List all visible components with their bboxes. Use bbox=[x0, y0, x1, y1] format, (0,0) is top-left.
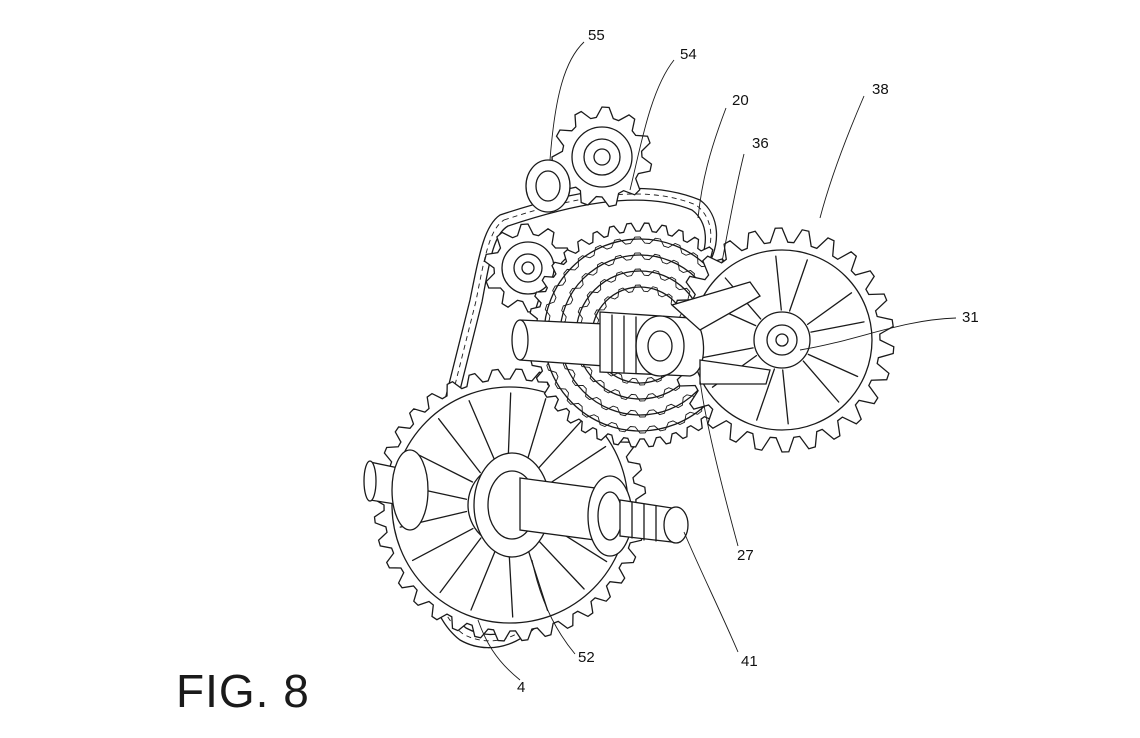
spoke bbox=[468, 392, 512, 464]
ref-31: 31 bbox=[962, 309, 979, 326]
ref-38: 38 bbox=[872, 81, 889, 98]
spoke bbox=[411, 418, 481, 483]
figure-label: FIG. 8 bbox=[176, 665, 310, 717]
ref-36: 36 bbox=[752, 135, 769, 152]
spoke bbox=[775, 255, 808, 312]
leader-lines bbox=[477, 41, 957, 681]
ref-20: 20 bbox=[732, 92, 749, 109]
lower-shaft bbox=[363, 449, 689, 558]
spoke bbox=[526, 538, 585, 612]
ref-4: 4 bbox=[517, 679, 525, 696]
ref-54: 54 bbox=[680, 46, 697, 63]
ref-41: 41 bbox=[741, 653, 758, 670]
spoke bbox=[802, 353, 859, 403]
spoke bbox=[806, 292, 865, 333]
ref-27: 27 bbox=[737, 547, 754, 564]
ref-55: 55 bbox=[588, 27, 605, 44]
spoke bbox=[470, 546, 514, 618]
spoke bbox=[525, 398, 584, 471]
ref-52: 52 bbox=[578, 649, 595, 666]
output-chainring bbox=[669, 227, 895, 453]
reference-numerals: 55 54 20 36 38 31 27 41 52 4 bbox=[517, 27, 979, 696]
spoke bbox=[411, 527, 482, 594]
spoke bbox=[756, 368, 789, 425]
upper-shaft bbox=[511, 281, 771, 385]
upper-idler-sprocket bbox=[525, 106, 653, 213]
